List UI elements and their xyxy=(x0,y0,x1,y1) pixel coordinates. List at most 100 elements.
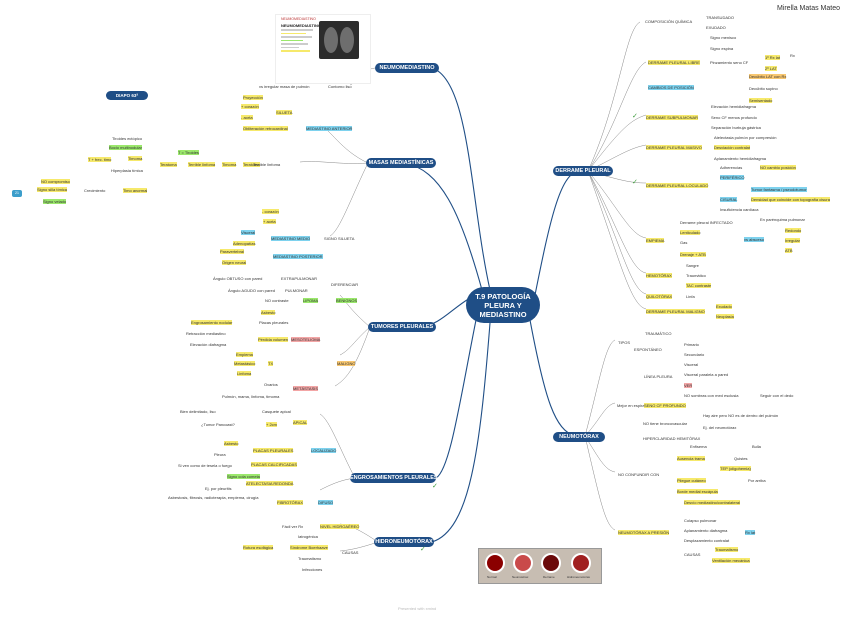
right-topic[interactable]: ESPONTÁNEO xyxy=(634,347,662,352)
left-topic[interactable]: Metastásico xyxy=(234,361,256,366)
right-topic[interactable]: NEUMOTÓRAX A PRESIÓN xyxy=(618,530,670,535)
left-topic[interactable]: + 2cm xyxy=(266,422,278,427)
right-topic[interactable]: Borde medial escápula xyxy=(677,489,718,494)
right-topic[interactable]: Pliegue cutáneo xyxy=(677,478,706,483)
left-topic[interactable]: Teratoma xyxy=(243,162,260,167)
left-topic[interactable]: NO contraste xyxy=(265,298,289,303)
left-topic[interactable]: Ángulo OBTUSO con pared xyxy=(213,276,263,281)
left-topic[interactable]: Timoma xyxy=(128,156,143,161)
right-topic[interactable]: DERRAME SUBPULMONAR xyxy=(646,115,699,120)
right-topic[interactable]: NO cambio posición xyxy=(760,165,796,170)
left-topic[interactable]: Infecciones xyxy=(302,567,323,572)
right-topic[interactable]: Derrame pleural INFECTADO xyxy=(680,220,733,225)
left-topic[interactable]: DIFUSO xyxy=(318,500,334,505)
left-topic[interactable]: BENIGNOS xyxy=(336,298,358,303)
left-topic[interactable]: Obliteración retrocardinal xyxy=(243,126,288,131)
right-topic[interactable]: Secundario xyxy=(684,352,705,357)
left-topic[interactable]: Proyección xyxy=(243,95,263,100)
left-topic[interactable]: SIGNO SILUETA xyxy=(324,236,355,241)
central-topic[interactable]: T.9 PATOLOGÍA PLEURA Y MEDIASTINO xyxy=(466,287,540,323)
right-topic[interactable]: NO tiene broncovascular xyxy=(643,421,688,426)
right-topic[interactable]: 2º LAT xyxy=(765,66,777,71)
right-topic[interactable]: HIPERCLARIDAD HEMITÓRAX xyxy=(643,436,701,441)
right-topic[interactable]: Drenaje + ATB xyxy=(680,252,706,257)
right-topic[interactable]: Hay aire pero NO es de dentro del pulmón xyxy=(703,413,779,418)
left-topic[interactable]: T + frec. timo xyxy=(88,157,112,162)
left-topic[interactable]: Signo silla tímica xyxy=(37,187,68,192)
right-topic[interactable]: NO CONFUNDIR CON xyxy=(618,472,660,477)
left-topic[interactable]: LOCALIZADO xyxy=(311,448,337,453)
right-topic[interactable]: COMPOSICIÓN QUÍMICA xyxy=(645,19,693,24)
right-topic[interactable]: EXUDADO xyxy=(706,25,726,30)
right-topic[interactable]: vs absceso xyxy=(744,237,765,242)
right-topic[interactable]: CAUSAS xyxy=(684,552,701,557)
right-topic[interactable]: HEMOTÓRAX xyxy=(646,273,672,278)
left-topic[interactable]: Adenopatías xyxy=(233,241,256,246)
right-topic[interactable]: En parénquima pulmonar xyxy=(760,217,805,222)
right-topic[interactable]: Gas xyxy=(680,240,688,245)
right-topic[interactable]: Traumático xyxy=(686,273,706,278)
right-topic[interactable]: Decúbito LAT con Rx xyxy=(749,74,787,79)
right-topic[interactable]: Irregular xyxy=(785,238,800,243)
left-topic[interactable]: METÁSTASIS xyxy=(293,386,319,391)
left-topic[interactable]: MEDIASTINO ANTERIOR xyxy=(306,126,353,131)
left-topic[interactable]: Traumatismo xyxy=(298,556,322,561)
left-topic[interactable]: Bocio multinodular xyxy=(109,145,142,150)
right-topic[interactable]: Desvío mediastino/contralateral xyxy=(684,500,741,505)
left-topic[interactable]: MEDIASTINO MEDIO xyxy=(271,236,311,241)
right-topic[interactable]: Adherencias xyxy=(720,165,743,170)
left-topic[interactable]: PLACAS CALCIFICADAS xyxy=(251,462,298,467)
left-topic[interactable]: FIBROTÓRAX xyxy=(277,500,304,505)
left-topic[interactable]: Ej. por pleuritis xyxy=(205,486,232,491)
right-topic[interactable]: Ventilación mecánica xyxy=(712,558,750,563)
left-topic[interactable]: Fácil ver Rx xyxy=(282,524,304,529)
left-topic[interactable]: Terrible linfoma xyxy=(188,162,216,167)
left-topic[interactable]: Elevación diafragma xyxy=(190,342,227,347)
left-topic[interactable]: EXTRAPULMONAR xyxy=(281,276,318,281)
left-topic[interactable]: Visceral xyxy=(241,230,256,235)
left-topic[interactable]: T = Tiroides xyxy=(178,150,199,155)
right-topic[interactable]: TAC contraste xyxy=(686,283,712,288)
right-topic[interactable]: Rx lat xyxy=(745,530,756,535)
right-topic[interactable]: SENO CF PROFUNDO xyxy=(644,403,686,408)
right-topic[interactable]: Seno CF menos profundo xyxy=(711,115,757,120)
right-topic[interactable]: Densidad que coincide con topografía cis… xyxy=(751,197,830,202)
right-topic[interactable]: Visceral xyxy=(684,362,699,367)
right-topic[interactable]: Insuficiencia cardíaca xyxy=(720,207,759,212)
left-topic[interactable]: ¿Tumor Pancoast? xyxy=(201,422,235,427)
node-neumomediastino[interactable]: NEUMOMEDIASTINO xyxy=(375,63,439,73)
right-topic[interactable]: DERRAME PLEURAL LOCULADO xyxy=(646,183,709,188)
left-topic[interactable]: Pérdida volumen xyxy=(258,337,289,342)
right-topic[interactable]: CAMBIOS DE POSICIÓN xyxy=(648,85,694,90)
left-topic[interactable]: Asbesto xyxy=(261,310,276,315)
right-topic[interactable]: Aplanamiento hemidiafragma xyxy=(714,156,767,161)
right-topic[interactable]: Ausencia trama xyxy=(677,456,705,461)
left-topic[interactable]: NO compromiso xyxy=(41,179,70,184)
right-topic[interactable]: Bulla xyxy=(752,444,761,449)
right-topic[interactable]: Exudado xyxy=(716,304,732,309)
left-topic[interactable]: Ovarios xyxy=(264,382,278,387)
right-topic[interactable]: EMPIEMA xyxy=(646,238,665,243)
left-topic[interactable]: DIFERENCIAR xyxy=(331,282,359,287)
left-topic[interactable]: + aorta xyxy=(263,219,276,224)
left-topic[interactable]: Terrible linfoma xyxy=(253,162,281,167)
right-topic[interactable]: Elevación hemidiafragma xyxy=(711,104,756,109)
left-topic[interactable]: Paravertebral xyxy=(220,249,245,254)
left-topic[interactable]: TX xyxy=(268,361,274,366)
right-topic[interactable]: Neoplasia xyxy=(716,314,734,319)
left-topic[interactable]: Bien delimitado, liso xyxy=(180,409,216,414)
right-topic[interactable]: Separación burbuja gástrica xyxy=(711,125,761,130)
right-topic[interactable]: Signo espina xyxy=(710,46,734,51)
right-topic[interactable]: Pinzamiento seno CF xyxy=(710,60,749,65)
left-topic[interactable]: Casquete apical xyxy=(262,409,291,414)
right-topic[interactable]: VER xyxy=(684,383,693,388)
left-topic[interactable]: CAUSAS xyxy=(342,550,359,555)
right-topic[interactable]: Decúbito supino xyxy=(749,86,778,91)
right-topic[interactable]: DERRAME PLEURAL LIBRE xyxy=(648,60,700,65)
left-topic[interactable]: Linfoma xyxy=(237,371,252,376)
left-topic[interactable]: Asbesto xyxy=(224,441,239,446)
left-topic[interactable]: MESOTELIOMA xyxy=(291,337,321,342)
left-topic[interactable]: Signo velado xyxy=(43,199,67,204)
node-masas-mediastinicas[interactable]: MASAS MEDIASTÍNICAS xyxy=(366,158,436,168)
right-topic[interactable]: DERRAME PLEURAL MASIVO xyxy=(646,145,702,150)
